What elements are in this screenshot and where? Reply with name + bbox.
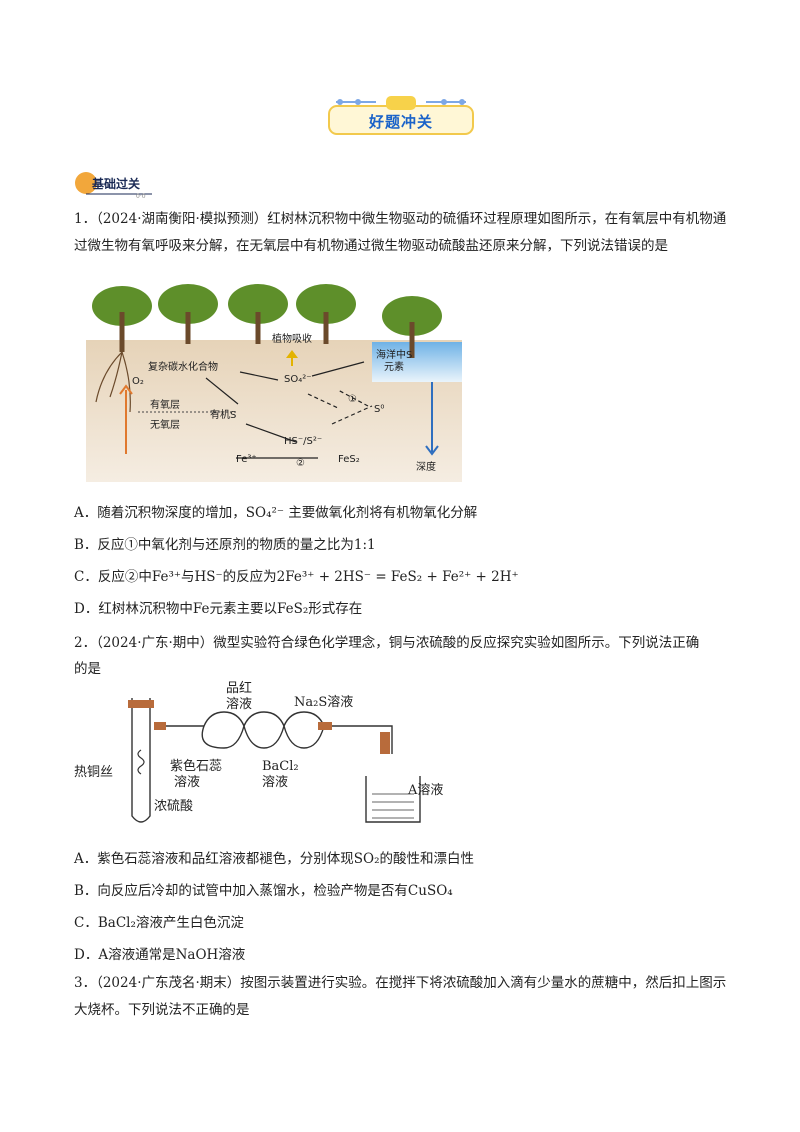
label-s0: S⁰ <box>374 404 384 415</box>
label-complex-carb: 复杂碳水化合物 <box>148 360 218 373</box>
label-aerobic: 有氧层 <box>150 398 180 411</box>
label-ocean-s: 海洋中S <box>376 348 412 361</box>
label-bacl2: BaCl₂ <box>262 759 299 774</box>
label-o2: O₂ <box>132 376 144 387</box>
badge-label: 基础过关 <box>92 177 141 191</box>
q2-option-b: B．向反应后冷却的试管中加入蒸馏水，检验产物是否有CuSO₄ <box>74 883 453 899</box>
section-banner: 好题冲关 <box>328 96 474 136</box>
q2-figure: 品红 溶液 Na₂S溶液 热铜丝 紫色石蕊 溶液 BaCl₂ 溶液 浓硫酸 A溶… <box>74 680 443 823</box>
label-pinhong: 品红 <box>226 680 252 696</box>
q3-stem: 3．（2024·广东茂名·期末）按图示装置进行实验。在搅拌下将浓硫酸加入滴有少量… <box>74 975 727 1018</box>
label-a-sol: A溶液 <box>407 783 443 798</box>
q1-stem: 1．（2024·湖南衡阳·模拟预测）红树林沉积物中微生物驱动的硫循环过程原理如图… <box>74 211 727 254</box>
label-element: 元素 <box>384 360 404 373</box>
label-hs: HS⁻/S²⁻ <box>284 436 322 447</box>
label-pinhong-sol: 溶液 <box>226 697 252 712</box>
label-depth: 深度 <box>416 460 436 473</box>
label-fes2: FeS₂ <box>338 454 360 465</box>
q2-option-d: D．A溶液通常是NaOH溶液 <box>74 947 246 963</box>
q2-stem-2: 的是 <box>74 661 101 677</box>
q1-option-b: B．反应①中氧化剂与还原剂的物质的量之比为1:1 <box>74 537 376 553</box>
badge-sub: 0·0 <box>136 193 146 200</box>
banner-decoration <box>328 96 474 135</box>
label-fe3: Fe³⁺ <box>236 454 257 465</box>
banner-title: 好题冲关 <box>368 113 433 131</box>
label-organic-s: 有机S <box>210 408 236 421</box>
q2-option-a: A．紫色石蕊溶液和品红溶液都褪色，分别体现SO₂的酸性和漂白性 <box>74 851 474 867</box>
q1-figure: 植物吸收 海洋中S 元素 复杂碳水化合物 SO₄²⁻ O₂ 有氧层 无氧层 有机… <box>86 284 462 482</box>
label-so4: SO₄²⁻ <box>284 374 312 385</box>
label-litmus: 紫色石蕊 <box>170 758 222 774</box>
q2-option-c: C．BaCl₂溶液产生白色沉淀 <box>74 915 244 931</box>
q1-option-a: A．随着沉积物深度的增加，SO₄²⁻ 主要做氧化剂将有机物氧化分解 <box>74 505 478 521</box>
label-litmus-sol: 溶液 <box>174 775 200 790</box>
label-anaerobic: 无氧层 <box>150 418 180 431</box>
label-r2: ② <box>296 458 305 469</box>
q1-option-c: C．反应②中Fe³⁺与HS⁻的反应为2Fe³⁺ + 2HS⁻ = FeS₂ + … <box>74 569 519 585</box>
q2-stem-1: 2．（2024·广东·期中）微型实验符合绿色化学理念，铜与浓硫酸的反应探究实验如… <box>74 635 700 651</box>
label-na2s: Na₂S溶液 <box>294 695 353 710</box>
badge-shape <box>75 172 152 195</box>
label-bacl2-sol: 溶液 <box>262 775 288 790</box>
q1-option-d: D．红树林沉积物中Fe元素主要以FeS₂形式存在 <box>74 601 363 617</box>
label-hot-cu: 热铜丝 <box>74 765 113 780</box>
label-plant: 植物吸收 <box>272 332 312 345</box>
section-badge: 基础过关 <box>74 170 156 196</box>
label-conc: 浓硫酸 <box>154 799 193 814</box>
label-r1: ① <box>348 394 357 405</box>
